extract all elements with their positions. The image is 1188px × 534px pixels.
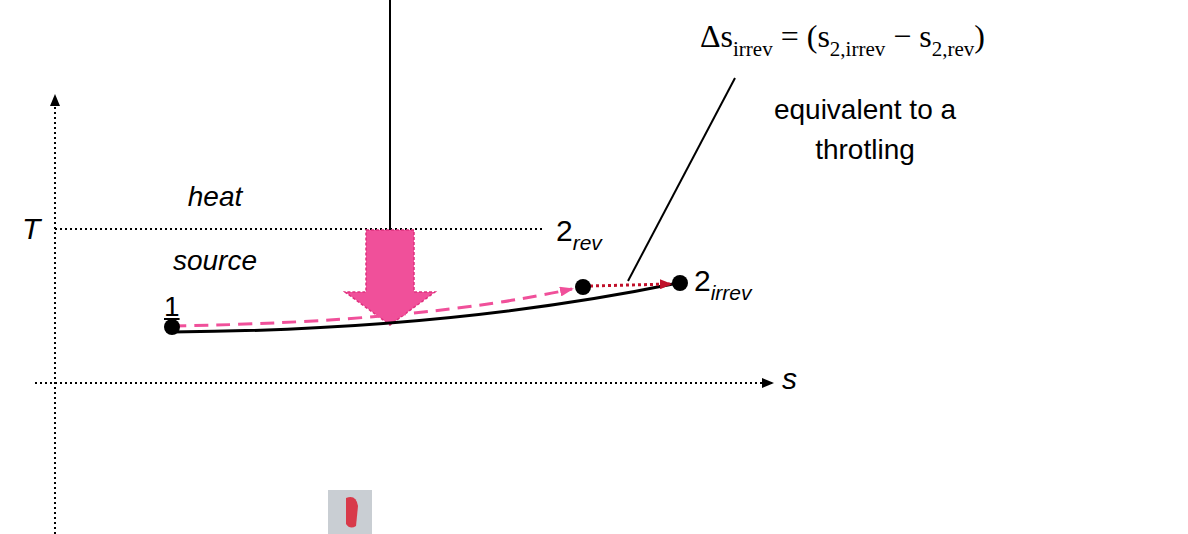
t-axis [54,96,56,534]
equation-text: − s [885,18,932,54]
axis-label: T [22,212,40,246]
photo-thumbnail [328,490,372,534]
equation-text: Δs [700,18,733,54]
note-text: equivalent to a throtling [730,90,1000,170]
label-group: Δsirrev = (s2,irrev − s2,rev) [700,18,985,62]
equation-text: ) [974,18,985,54]
throttling-arrow [590,284,670,286]
label-group: 2rev [556,214,602,255]
reversible-path [172,289,572,326]
heat-source-label: heat source [150,165,280,293]
s-axis [35,382,772,384]
irreversible-curve [172,283,678,332]
pointer-line [389,0,391,232]
equation-subscript: 2,irrev [830,37,885,61]
point-label: 1 [164,291,180,323]
equation-subscript: irrev [733,37,773,61]
axis-label: s [782,362,797,396]
point-subscript: irrev [711,281,752,304]
state-point [672,275,688,291]
heat-source-line [55,228,545,230]
state-point [575,279,591,295]
leader-line [628,78,735,281]
point-label: 2 [694,264,711,297]
label-group: 2irrev [694,264,752,305]
point-subscript: rev [573,231,602,254]
point-label: 2 [556,214,573,247]
photo-detail [346,497,358,528]
equation-subscript: 2,rev [932,37,975,61]
equation-text: = (s [773,18,830,54]
